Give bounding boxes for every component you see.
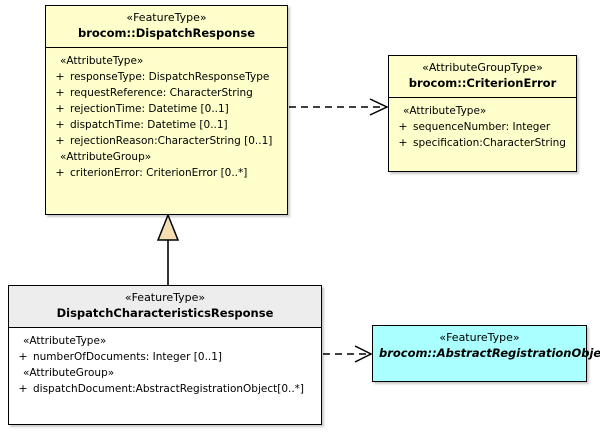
dependency-open-arrowhead bbox=[354, 345, 373, 363]
attribute-visibility: + bbox=[55, 86, 65, 99]
class-body-dispatch-characteristics-response: «AttributeType» + numberOfDocuments: Int… bbox=[9, 328, 321, 402]
attribute-visibility: + bbox=[55, 102, 65, 115]
attribute-visibility: + bbox=[55, 70, 65, 83]
class-name: brocom::AbstractRegistrationObject bbox=[379, 346, 600, 360]
compartment-label-attributetype: «AttributeType» bbox=[23, 335, 107, 347]
attribute-row-responsetype[interactable]: + responseType: DispatchResponseType bbox=[50, 69, 283, 85]
attribute-row-numberofdocuments[interactable]: + numberOfDocuments: Integer [0..1] bbox=[13, 349, 317, 365]
class-name: DispatchCharacteristicsResponse bbox=[56, 306, 274, 320]
attribute-signature: rejectionTime: Datetime [0..1] bbox=[70, 103, 229, 115]
dependency-dispatchresponse-to-criterionerror[interactable] bbox=[289, 98, 389, 116]
class-box-dispatch-response[interactable]: «FeatureType» brocom::DispatchResponse «… bbox=[45, 5, 288, 215]
class-header-dispatch-response: «FeatureType» brocom::DispatchResponse bbox=[46, 6, 287, 48]
class-stereotype: «FeatureType» bbox=[126, 11, 207, 24]
attribute-visibility: + bbox=[398, 120, 408, 133]
attribute-row-requestreference[interactable]: + requestReference: CharacterString bbox=[50, 85, 283, 101]
dependency-open-arrowhead bbox=[369, 98, 389, 116]
attribute-row-criterionerror[interactable]: + criterionError: CriterionError [0..*] bbox=[50, 165, 283, 181]
attribute-row-rejectionreason[interactable]: + rejectionReason:CharacterString [0..1] bbox=[50, 133, 283, 149]
attribute-signature: criterionError: CriterionError [0..*] bbox=[70, 167, 248, 179]
attribute-visibility: + bbox=[18, 382, 28, 395]
class-stereotype: «FeatureType» bbox=[124, 291, 206, 304]
class-header-criterion-error: «AttributeGroupType» brocom::CriterionEr… bbox=[389, 56, 576, 98]
attribute-signature: requestReference: CharacterString bbox=[70, 87, 253, 99]
attribute-row-specification[interactable]: + specification:CharacterString bbox=[393, 135, 572, 151]
attribute-row-dispatchtime[interactable]: + dispatchTime: Datetime [0..1] bbox=[50, 117, 283, 133]
compartment-label-attributetype: «AttributeType» bbox=[403, 105, 487, 117]
dependency-dispatchcharacteristicsresponse-to-abstractregistrationobject[interactable] bbox=[323, 345, 373, 363]
attribute-signature: specification:CharacterString bbox=[413, 137, 566, 149]
attribute-signature: dispatchTime: Datetime [0..1] bbox=[70, 119, 228, 131]
class-stereotype: «FeatureType» bbox=[439, 331, 520, 344]
compartment-label-attributegroup: «AttributeGroup» bbox=[23, 367, 115, 379]
attribute-signature: rejectionReason:CharacterString [0..1] bbox=[70, 135, 273, 147]
class-stereotype: «AttributeGroupType» bbox=[422, 61, 543, 74]
attribute-signature: responseType: DispatchResponseType bbox=[70, 71, 270, 83]
class-body-criterion-error: «AttributeType» + sequenceNumber: Intege… bbox=[389, 98, 576, 156]
class-name: brocom::DispatchResponse bbox=[78, 26, 255, 40]
attribute-row-rejectiontime[interactable]: + rejectionTime: Datetime [0..1] bbox=[50, 101, 283, 117]
attribute-row-sequencenumber[interactable]: + sequenceNumber: Integer bbox=[393, 119, 572, 135]
attribute-visibility: + bbox=[55, 134, 65, 147]
class-header-abstract-registration-object: «FeatureType» brocom::AbstractRegistrati… bbox=[373, 326, 600, 367]
class-box-abstract-registration-object[interactable]: «FeatureType» brocom::AbstractRegistrati… bbox=[372, 325, 600, 382]
compartment-label-attributetype: «AttributeType» bbox=[60, 55, 144, 67]
class-header-dispatch-characteristics-response: «FeatureType» DispatchCharacteristicsRes… bbox=[9, 286, 321, 328]
class-box-criterion-error[interactable]: «AttributeGroupType» brocom::CriterionEr… bbox=[388, 55, 577, 172]
attribute-signature: dispatchDocument:AbstractRegistrationObj… bbox=[33, 383, 305, 395]
attribute-row-dispatchdocument[interactable]: + dispatchDocument:AbstractRegistrationO… bbox=[13, 381, 317, 397]
class-box-dispatch-characteristics-response[interactable]: «FeatureType» DispatchCharacteristicsRes… bbox=[8, 285, 322, 425]
attribute-visibility: + bbox=[18, 350, 28, 363]
compartment-label-attributegroup: «AttributeGroup» bbox=[60, 151, 152, 163]
attribute-visibility: + bbox=[55, 118, 65, 131]
attribute-signature: numberOfDocuments: Integer [0..1] bbox=[33, 351, 223, 363]
class-name: brocom::CriterionError bbox=[408, 76, 557, 90]
generalization-dispatchcharacteristicsresponse-to-dispatchresponse[interactable] bbox=[156, 212, 180, 285]
attribute-visibility: + bbox=[398, 136, 408, 149]
generalization-triangle-arrowhead bbox=[156, 212, 180, 241]
class-body-dispatch-response: «AttributeType» + responseType: Dispatch… bbox=[46, 48, 287, 186]
attribute-visibility: + bbox=[55, 166, 65, 179]
attribute-signature: sequenceNumber: Integer bbox=[413, 121, 551, 133]
